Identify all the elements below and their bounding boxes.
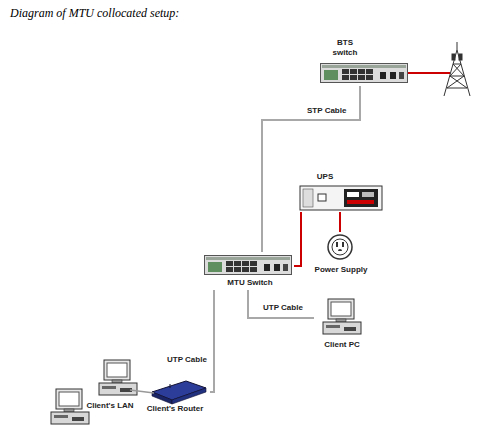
computer-symbol — [51, 389, 89, 424]
device-label: MTU Switch — [218, 278, 282, 288]
device-label: Client's Router — [141, 404, 209, 414]
device-node: Client PC — [314, 296, 370, 351]
computer-symbol — [323, 299, 361, 334]
router-symbol — [152, 381, 206, 404]
device-node: Power Supply — [306, 232, 376, 276]
device-label: UPS — [305, 172, 345, 182]
ups-device — [300, 186, 382, 210]
outlet-symbol — [328, 235, 352, 259]
cable-line — [294, 212, 301, 266]
device-label: Client's LAN — [79, 401, 141, 411]
power-wire — [408, 72, 450, 74]
cable-label: STP Cable — [306, 106, 347, 116]
device-label: Power Supply — [308, 265, 374, 275]
lan-wire — [130, 390, 154, 393]
device-node: Client's LAN — [48, 355, 144, 425]
tower-symbol — [444, 42, 470, 96]
device-node: UPS — [298, 170, 384, 212]
diagram-title: Diagram of MTU collocated setup: — [10, 6, 179, 21]
device-node: MTU Switch — [202, 252, 294, 290]
cable-label: UTP Cable — [262, 303, 304, 313]
device-label: Client PC — [315, 340, 369, 350]
cable-label: UTP Cable — [166, 355, 208, 365]
cable-line — [210, 290, 214, 392]
device-node: BTS switch — [318, 36, 412, 86]
switch-device — [205, 256, 292, 275]
device-node: Client's Router — [140, 378, 210, 418]
cable-line — [248, 290, 314, 318]
switch-device — [321, 64, 408, 83]
cable-line — [339, 212, 341, 232]
device-label: BTS switch — [325, 38, 365, 58]
cable-line — [262, 86, 360, 252]
